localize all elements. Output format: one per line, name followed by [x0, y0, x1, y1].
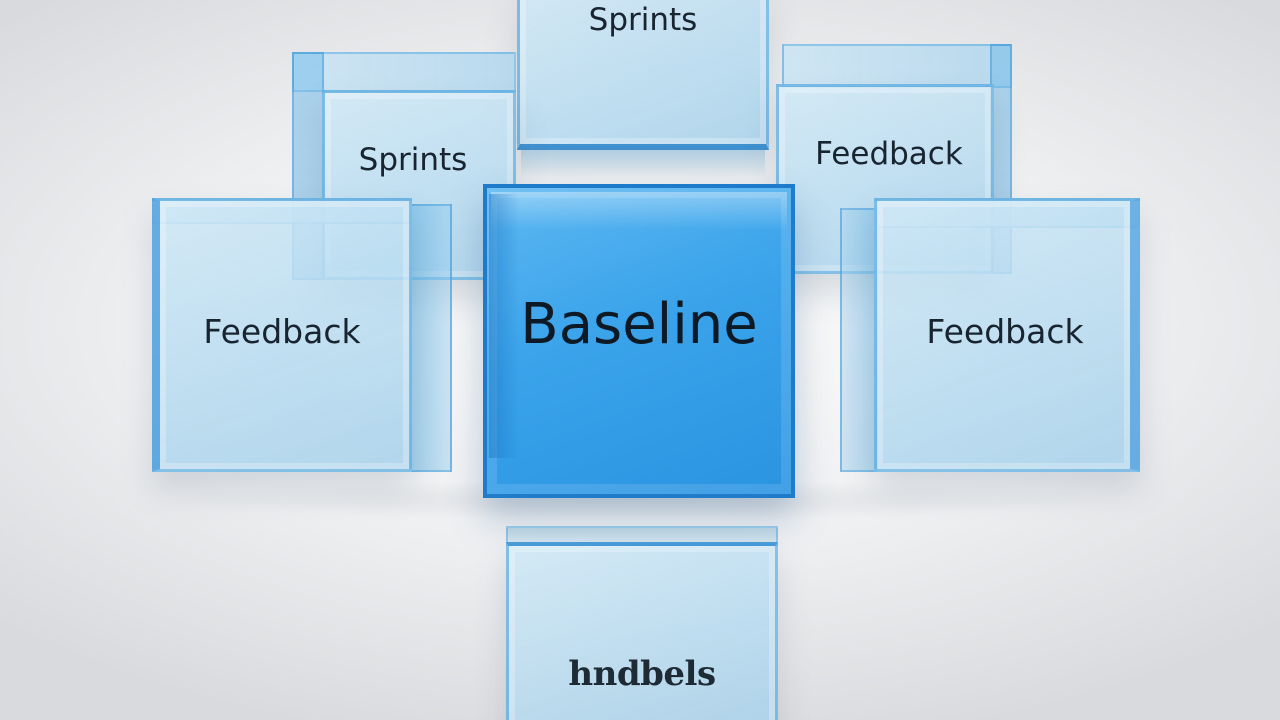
cube-underside	[521, 150, 765, 176]
cube-face	[517, 0, 769, 150]
cube-top-face	[782, 44, 1012, 88]
cube-label: Sprints	[588, 2, 698, 38]
cube-feedback-right: Feedback	[840, 198, 1140, 472]
cube-face	[483, 184, 795, 498]
cube-label: Baseline	[520, 292, 758, 357]
cube-bottom: hndbels	[506, 526, 778, 720]
cube-baseline-center: Baseline	[483, 184, 795, 498]
cube-top-face	[292, 52, 516, 92]
cube-gloss-edge	[489, 194, 519, 458]
cube-label: Feedback	[926, 312, 1084, 351]
cube-feedback-left: Feedback	[152, 198, 452, 472]
cube-sprints-top: Sprints	[517, 0, 769, 180]
cube-label: hndbels	[568, 654, 716, 694]
cube-gloss-highlight	[491, 192, 787, 230]
cube-label: Sprints	[358, 142, 468, 178]
cube-face	[506, 542, 778, 720]
cube-face	[152, 198, 412, 472]
cube-face	[874, 198, 1140, 472]
cube-label: Feedback	[203, 312, 361, 351]
cube-label: Feedback	[815, 136, 963, 172]
